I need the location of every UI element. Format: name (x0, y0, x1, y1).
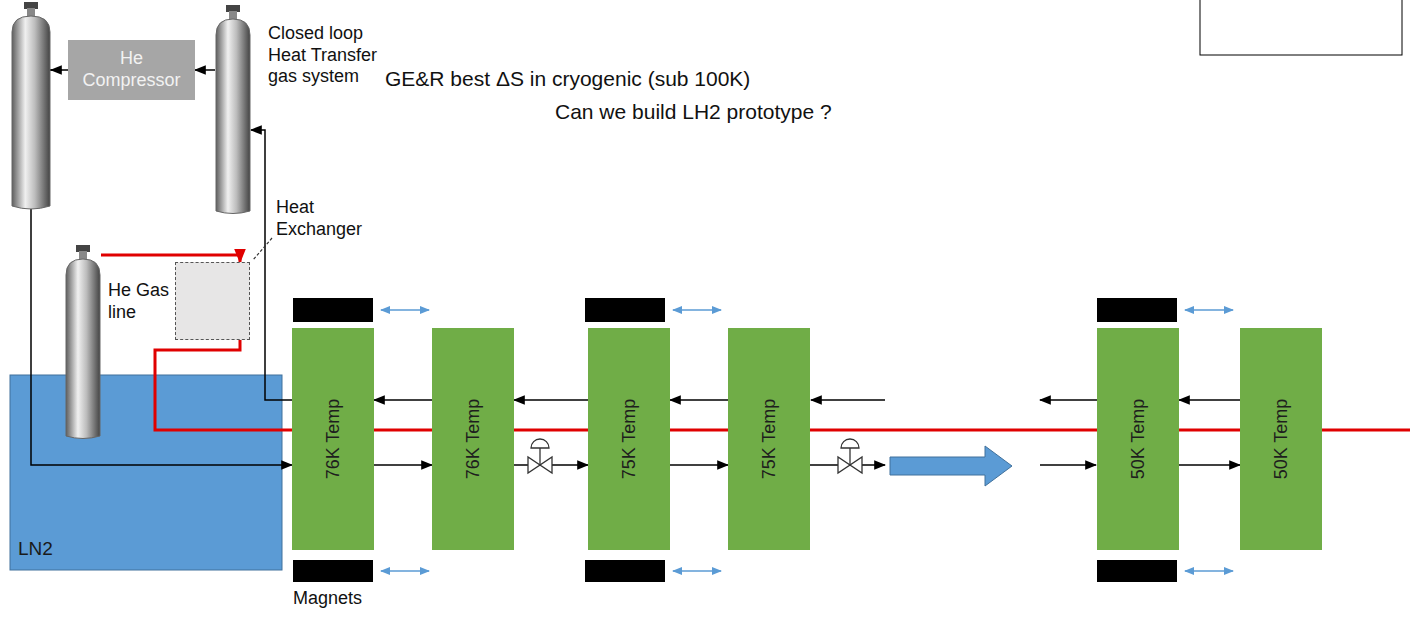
flow-arrow (51, 69, 62, 71)
magnet (293, 560, 373, 582)
motion-arrow (381, 570, 429, 572)
flow-line (670, 399, 728, 401)
stage-label: 75K Temp (619, 399, 640, 480)
motion-arrow (381, 309, 429, 311)
valve-stem (849, 448, 850, 465)
flow-line (374, 464, 432, 466)
gas-line (155, 340, 240, 375)
bottle-valve (226, 5, 240, 12)
magnet (585, 298, 665, 322)
flow-line (31, 70, 292, 465)
node-label: LN2 (18, 538, 53, 560)
bottle-body (66, 259, 100, 439)
flow-line (374, 399, 432, 401)
valve-stem (539, 448, 540, 465)
flow-arrow (1040, 399, 1097, 401)
flow-line (195, 69, 215, 71)
stage-label: 76K Temp (463, 399, 484, 480)
temperature-stage: 50K Temp (1097, 328, 1179, 550)
bottle-valve (24, 2, 38, 9)
valve-actuator (841, 439, 859, 448)
compressor-box: He Compressor (68, 40, 195, 100)
magnet (1097, 298, 1177, 322)
bottle-drawing (215, 5, 251, 215)
magnet (585, 560, 665, 582)
diagram-title: GE&R best ΔS in cryogenic (sub 100K) (385, 67, 750, 91)
flow-line (1179, 399, 1240, 401)
flow-line (251, 130, 292, 400)
node-label: He Gas line (108, 280, 172, 323)
motion-arrow (1185, 570, 1233, 572)
bottle-valve (76, 245, 90, 252)
temperature-stage: 75K Temp (728, 328, 810, 550)
valve-actuator (531, 439, 549, 448)
leader-line (253, 238, 272, 260)
temperature-stage: 50K Temp (1240, 328, 1322, 550)
corner-box (1200, 0, 1402, 55)
gas-bottle (12, 16, 50, 209)
magnet (293, 298, 373, 322)
stage-label: 50K Temp (1128, 399, 1149, 480)
stage-label: 76K Temp (323, 399, 344, 480)
magnet (1097, 560, 1177, 582)
motion-arrow (673, 309, 721, 311)
part-label: Magnets (293, 588, 362, 609)
bottle-drawing (65, 245, 101, 440)
direction-arrow (890, 446, 1012, 486)
motion-arrow (1185, 309, 1233, 311)
temperature-stage: 76K Temp (432, 328, 514, 550)
gas-bottle: He Gas line (65, 245, 101, 440)
flow-line (514, 399, 588, 401)
node-label: Closed loop Heat Transfer gas system (268, 23, 393, 88)
flow-line (670, 464, 728, 466)
flow-arrow (1040, 464, 1096, 466)
temperature-stage: 76K Temp (292, 328, 374, 550)
heat-exchanger: Heat Exchanger (175, 262, 250, 340)
temperature-stage: 75K Temp (588, 328, 670, 550)
question-note: Can we build LH2 prototype ? (555, 100, 832, 124)
stage-label: 75K Temp (759, 399, 780, 480)
motion-arrow (673, 570, 721, 572)
flow-arrow (811, 399, 885, 401)
node-label: Heat Exchanger (276, 197, 376, 240)
ln2-fill (10, 375, 282, 570)
stage-label: 50K Temp (1271, 399, 1292, 480)
flow-line (1179, 464, 1240, 466)
bottle-body (216, 19, 250, 214)
node-label: He Compressor (79, 48, 184, 91)
ln2-bath: LN2 (10, 375, 282, 570)
gas-bottle: Closed loop Heat Transfer gas system (215, 5, 251, 215)
gas-line (101, 255, 240, 262)
